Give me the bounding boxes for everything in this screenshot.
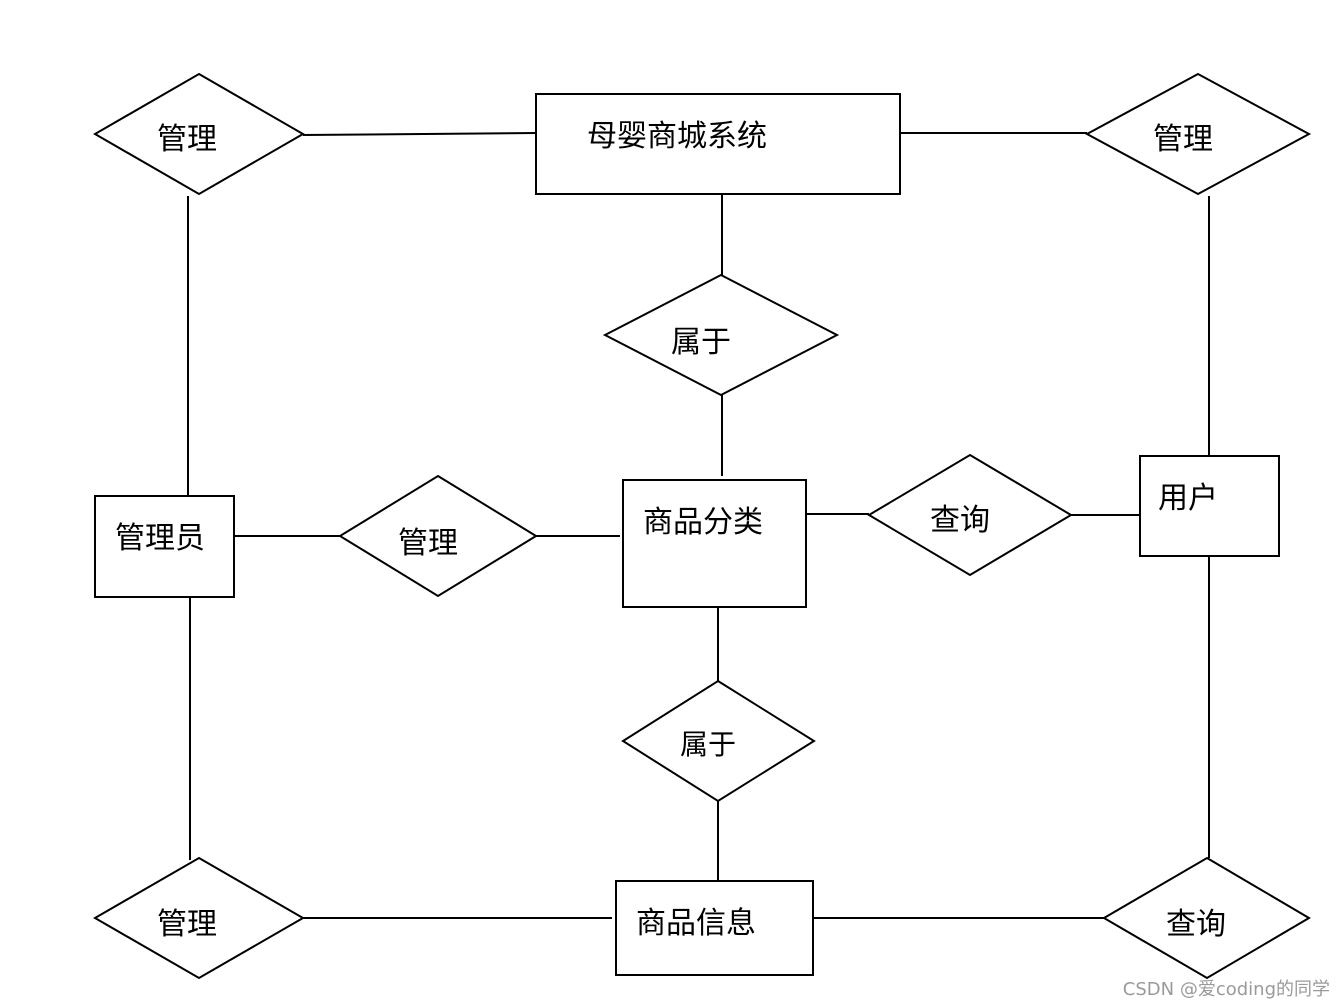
relation-manage-middle-label: 管理 [398,526,458,561]
relation-query-middle-diamond [867,453,1073,577]
relation-manage-top-right-diamond [1084,72,1312,196]
relation-belongs-upper[interactable]: 属于 [602,273,840,397]
entity-product-box [615,880,814,976]
relation-query-bottom-right-label: 查询 [1166,907,1226,942]
relation-query-bottom-right-diamond [1102,856,1311,980]
relation-manage-bottom-left-diamond [92,856,306,980]
relation-query-middle[interactable]: 查询 [867,453,1073,577]
relation-manage-middle-diamond [338,474,538,598]
relation-belongs-lower-label: 属于 [680,728,736,761]
relation-manage-top-right-label: 管理 [1153,122,1213,157]
entity-category-box [622,479,807,608]
entity-category-label: 商品分类 [643,505,763,540]
relation-manage-bottom-left[interactable]: 管理 [92,856,306,980]
connections [187,132,1210,919]
entity-category[interactable]: 商品分类 [622,479,807,608]
relation-belongs-lower[interactable]: 属于 [621,679,816,803]
relation-belongs-upper-label: 属于 [671,325,731,360]
relation-manage-bottom-left-label: 管理 [157,907,217,942]
relation-manage-top-left[interactable]: 管理 [92,72,306,196]
entity-product[interactable]: 商品信息 [615,880,814,976]
entity-product-label: 商品信息 [636,906,756,941]
entity-admin[interactable]: 管理员 [94,495,235,598]
relation-query-middle-label: 查询 [930,503,990,538]
relation-belongs-lower-diamond [621,679,816,803]
entity-system-box [535,93,901,195]
entity-user-label: 用户 [1158,481,1218,516]
entity-user-box [1139,455,1280,557]
relation-manage-top-left-diamond [92,72,306,196]
entity-system[interactable]: 母婴商城系统 [535,93,901,195]
entity-admin-box [94,495,235,598]
relation-manage-top-left-label: 管理 [157,122,217,157]
relation-manage-top-right[interactable]: 管理 [1084,72,1312,196]
entity-user[interactable]: 用户 [1139,455,1280,557]
relation-belongs-upper-diamond [602,273,840,397]
relation-manage-middle[interactable]: 管理 [338,474,538,598]
entity-system-label: 母婴商城系统 [587,119,767,154]
entity-admin-label: 管理员 [115,521,205,556]
edge-manage-tl-system [302,132,537,136]
watermark: CSDN @爱coding的同学 [1123,979,1330,1000]
relation-query-bottom-right[interactable]: 查询 [1102,856,1311,980]
